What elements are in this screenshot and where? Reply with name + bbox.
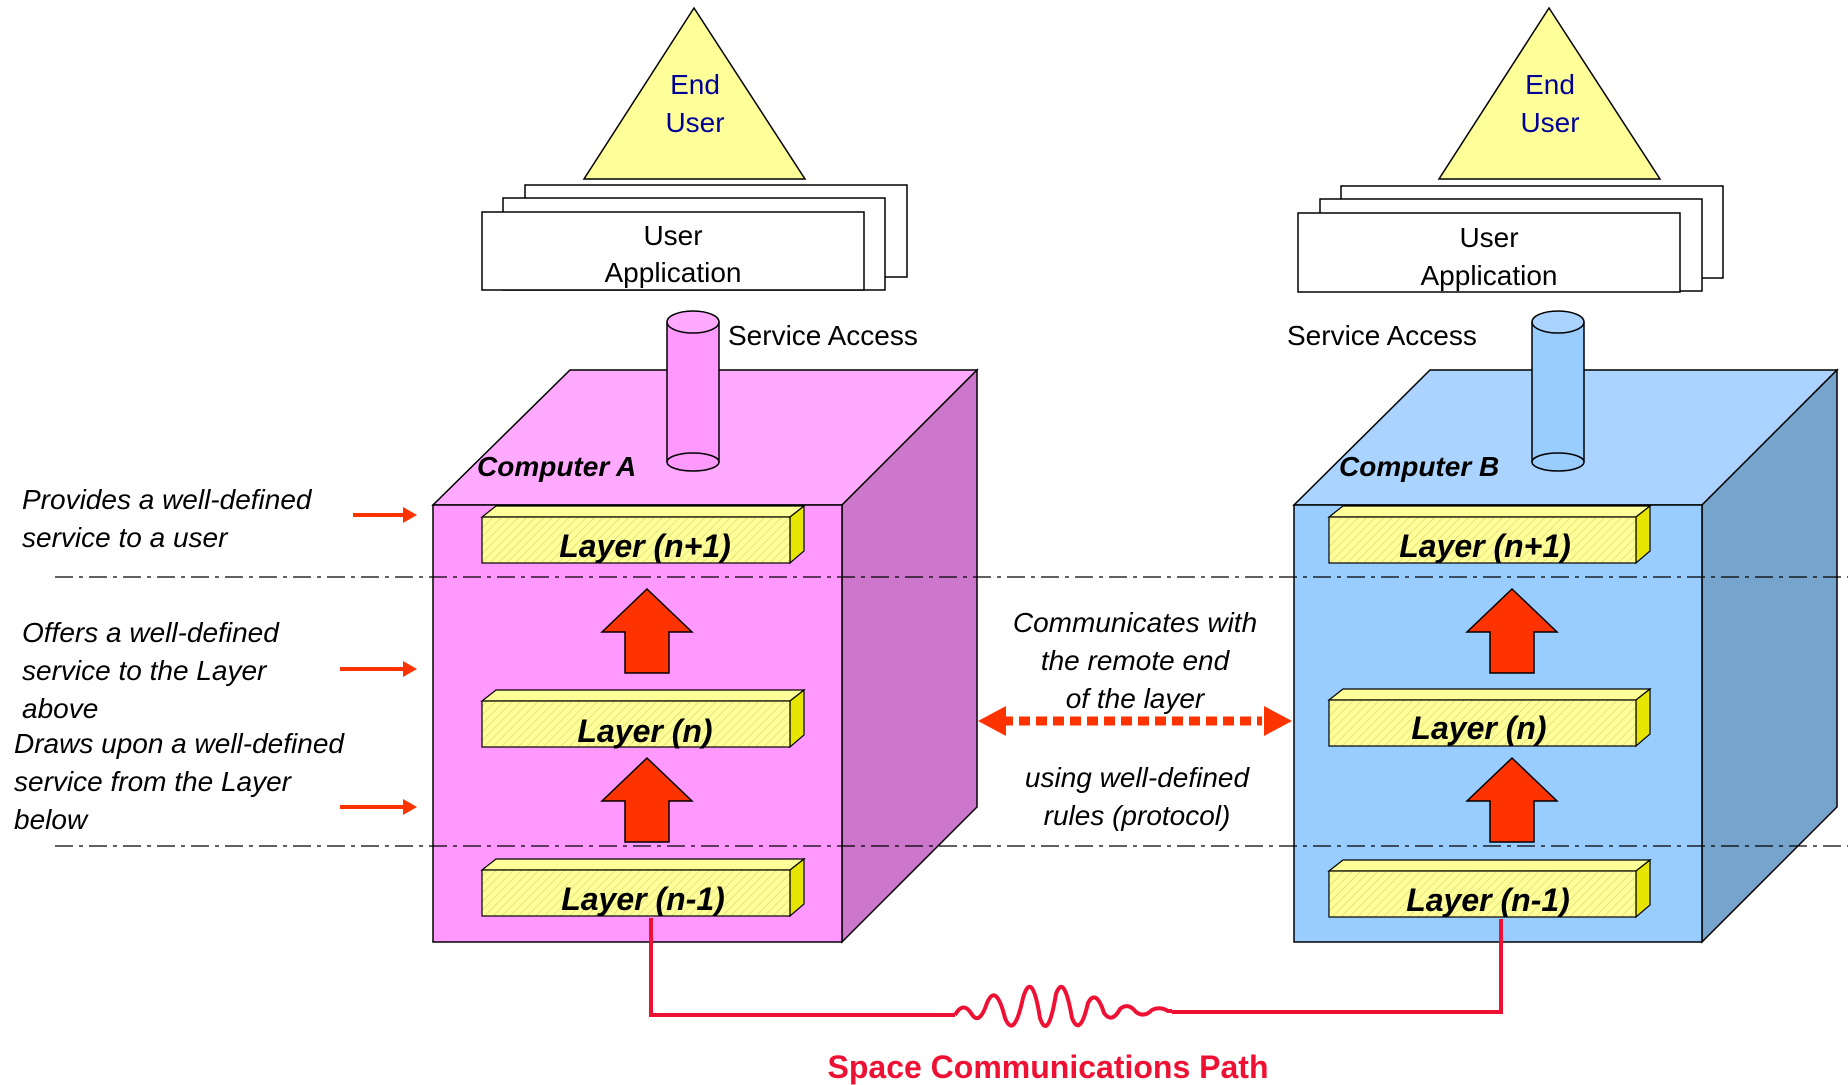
end-user-label-a-2: User: [665, 107, 724, 138]
end-user-label-b-2: User: [1520, 107, 1579, 138]
user-application-label-b-2: Application: [1421, 260, 1558, 291]
end-user-label-a: End: [670, 69, 720, 100]
up-arrow-b-lower: [1465, 756, 1559, 843]
up-arrow-b-upper: [1465, 587, 1559, 674]
service-access-cylinder-a: [666, 310, 720, 472]
svg-text:service to the Layer: service to the Layer: [22, 655, 268, 686]
end-user-triangle-b: End User: [1437, 6, 1662, 180]
annotation-draws: Draws upon a well-defined service from t…: [14, 728, 417, 835]
svg-text:rules (protocol): rules (protocol): [1044, 800, 1231, 831]
svg-text:Provides a well-defined: Provides a well-defined: [22, 484, 313, 515]
computer-b-stack: End User User Application Service Access…: [1287, 6, 1839, 944]
layer-n-b: Layer (n): [1327, 687, 1652, 748]
svg-text:service from the Layer: service from the Layer: [14, 766, 293, 797]
space-communications-path-label: Space Communications Path: [828, 1049, 1269, 1085]
service-access-label-b: Service Access: [1287, 320, 1477, 351]
space-communications-path: Space Communications Path: [649, 918, 1503, 1085]
service-access-label-a: Service Access: [728, 320, 918, 351]
end-user-triangle-a: End User: [582, 6, 807, 180]
computer-a-stack: End User User Application Service Access…: [431, 6, 979, 944]
peer-protocol-arrow: [978, 706, 1292, 736]
svg-text:using well-defined: using well-defined: [1025, 762, 1251, 793]
computer-a-title: Computer A: [477, 451, 636, 482]
annotation-offers: Offers a well-defined service to the Lay…: [22, 617, 417, 724]
user-application-label-b: User: [1459, 222, 1518, 253]
annotation-provides: Provides a well-defined service to a use…: [22, 484, 417, 553]
layer-n-a: Layer (n): [480, 688, 806, 749]
layer-n-plus-1-a-label: Layer (n+1): [559, 528, 731, 564]
annotation-communicates: Communicates with the remote end of the …: [1013, 607, 1257, 714]
user-application-b: User Application: [1297, 185, 1724, 293]
computer-b-title: Computer B: [1339, 451, 1499, 482]
up-arrow-a-lower: [600, 756, 694, 843]
svg-text:Communicates with: Communicates with: [1013, 607, 1257, 638]
layer-n-plus-1-b: Layer (n+1): [1327, 504, 1652, 565]
user-application-label-a: User: [643, 220, 702, 251]
layer-n-plus-1-b-label: Layer (n+1): [1399, 528, 1571, 564]
svg-text:Offers a well-defined: Offers a well-defined: [22, 617, 280, 648]
annotation-rules: using well-defined rules (protocol): [1025, 762, 1251, 831]
end-user-label-b: End: [1525, 69, 1575, 100]
svg-text:above: above: [22, 693, 98, 724]
layer-n-minus-1-a: Layer (n-1): [480, 857, 806, 918]
layer-n-a-label: Layer (n): [577, 713, 712, 749]
user-application-label-a-2: Application: [605, 257, 742, 288]
layer-n-minus-1-b-label: Layer (n-1): [1406, 882, 1570, 918]
svg-text:below: below: [14, 804, 89, 835]
layer-n-b-label: Layer (n): [1411, 710, 1546, 746]
layer-n-plus-1-a: Layer (n+1): [480, 504, 806, 565]
svg-text:Draws upon a well-defined: Draws upon a well-defined: [14, 728, 345, 759]
svg-text:service to a user: service to a user: [22, 522, 229, 553]
svg-text:the remote end: the remote end: [1041, 645, 1231, 676]
service-access-cylinder-b: [1531, 310, 1585, 472]
up-arrow-a-upper: [600, 587, 694, 674]
layer-n-minus-1-b: Layer (n-1): [1327, 858, 1652, 919]
layer-n-minus-1-a-label: Layer (n-1): [561, 881, 725, 917]
user-application-a: User Application: [481, 184, 908, 291]
svg-text:of the layer: of the layer: [1066, 683, 1206, 714]
